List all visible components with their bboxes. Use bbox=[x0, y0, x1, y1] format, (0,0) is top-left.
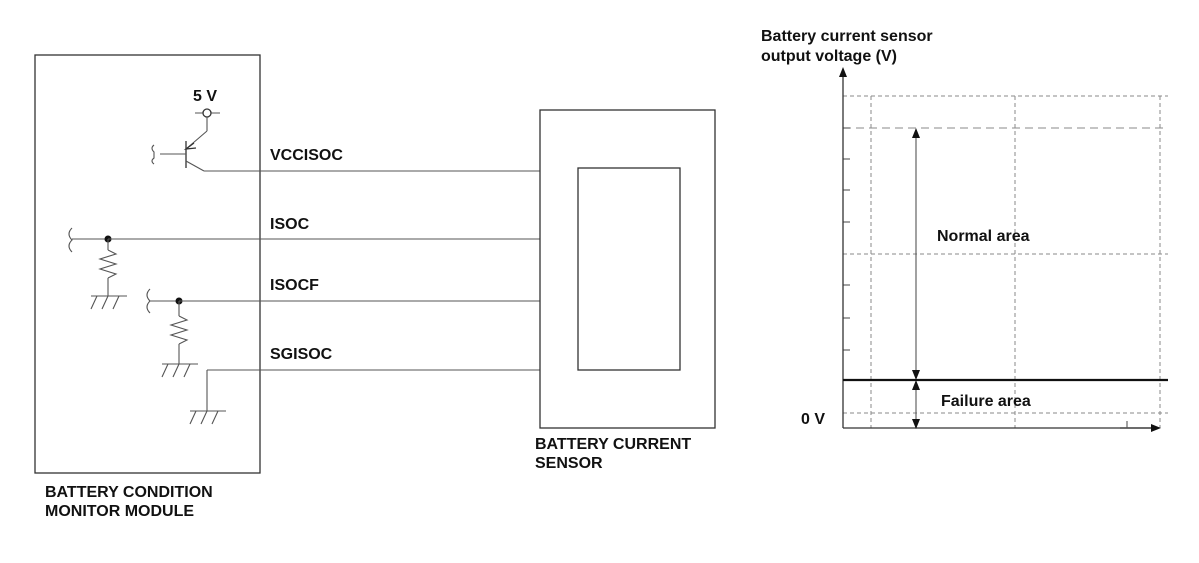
battery-condition-monitor-module-box bbox=[34, 54, 261, 474]
graph-grid bbox=[843, 95, 1168, 428]
supply-terminal-symbol bbox=[195, 108, 220, 118]
graph-ylabel-line2: output voltage (V) bbox=[761, 48, 897, 65]
graph-yaxis-ticks bbox=[843, 127, 850, 351]
signal-label-vccisoc: VCCISOC bbox=[270, 147, 343, 164]
sensor-title-line2: SENSOR bbox=[535, 455, 603, 472]
normal-area-label: Normal area bbox=[937, 228, 1030, 245]
battery-current-sensor-box bbox=[539, 109, 716, 429]
monitor-module-title-line1: BATTERY CONDITION bbox=[45, 484, 213, 501]
failure-area-label: Failure area bbox=[941, 393, 1031, 410]
zero-volt-label: 0 V bbox=[801, 411, 825, 428]
signal-label-isoc: ISOC bbox=[270, 216, 310, 233]
graph-ylabel-line1: Battery current sensor bbox=[761, 28, 933, 45]
battery-current-sensor-element bbox=[577, 167, 681, 371]
signal-label-sgisoc: SGISOC bbox=[270, 346, 333, 363]
isoc-input-circuit bbox=[68, 227, 127, 310]
sgisoc-ground-circuit bbox=[189, 370, 226, 425]
signal-label-isocf: ISOCF bbox=[270, 277, 319, 294]
sensor-title-line1: BATTERY CURRENT bbox=[535, 436, 691, 453]
supply-voltage-label: 5 V bbox=[193, 88, 217, 105]
transistor-symbol bbox=[151, 117, 208, 172]
monitor-module-title-line2: MONITOR MODULE bbox=[45, 503, 194, 520]
isocf-input-circuit bbox=[146, 288, 198, 378]
